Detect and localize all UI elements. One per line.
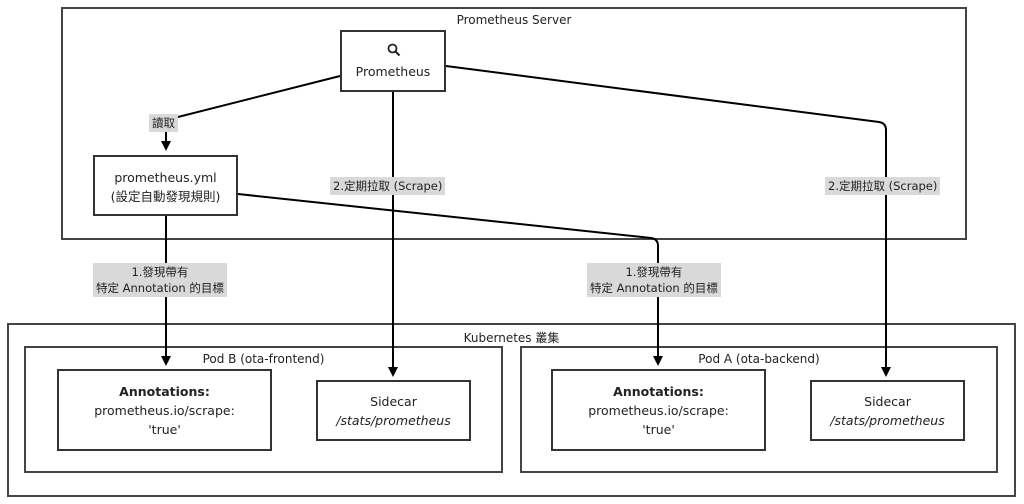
cluster-title: Pod B (ota-frontend): [202, 352, 325, 366]
edge-label-scrape-b: 2.定期拉取 (Scrape): [330, 177, 446, 195]
pod-b-annotations-node[interactable]: Annotations: prometheus.io/scrape: 'true…: [57, 369, 272, 451]
sidecar-path: /stats/prometheus: [830, 413, 945, 428]
sidecar-title: Sidecar: [370, 394, 417, 409]
edge-read: [161, 75, 341, 151]
cluster-title: Kubernetes 叢集: [463, 331, 560, 345]
edge-discover-a: [237, 193, 663, 366]
pod-a-sidecar-node[interactable]: Sidecar /stats/prometheus: [810, 380, 965, 441]
sidecar-path: /stats/prometheus: [336, 413, 451, 428]
edge-label-discover-b: 1.發現帶有 特定 Annotation 的目標: [93, 263, 227, 297]
edge-label-read: 讀取: [149, 114, 178, 132]
pod-b-cluster: Pod B (ota-frontend): [24, 346, 503, 473]
annotations-key: prometheus.io/scrape:: [588, 403, 729, 418]
pod-a-cluster: Pod A (ota-backend): [520, 346, 998, 473]
config-description: (設定自動發現規則): [110, 189, 221, 204]
annotations-title: Annotations:: [119, 384, 210, 399]
prometheus-node[interactable]: Prometheus: [340, 30, 446, 92]
edge-label-scrape-a: 2.定期拉取 (Scrape): [825, 177, 941, 195]
pod-b-sidecar-node[interactable]: Sidecar /stats/prometheus: [316, 380, 471, 441]
edge-scrape-a: [445, 65, 891, 377]
edge-label-line: 1.發現帶有: [131, 265, 189, 279]
pod-a-annotations-node[interactable]: Annotations: prometheus.io/scrape: 'true…: [551, 369, 766, 451]
prometheus-label: Prometheus: [355, 64, 431, 79]
annotations-title: Annotations:: [613, 384, 704, 399]
annotations-value: 'true': [148, 422, 181, 437]
kubernetes-cluster: Kubernetes 叢集: [7, 323, 1016, 497]
edge-label-line: 特定 Annotation 的目標: [96, 281, 224, 295]
edge-label-line: 特定 Annotation 的目標: [590, 281, 718, 295]
sidecar-title: Sidecar: [864, 394, 911, 409]
edge-label-line: 1.發現帶有: [625, 265, 683, 279]
edge-label-discover-a: 1.發現帶有 特定 Annotation 的目標: [587, 263, 721, 297]
search-icon: [387, 43, 401, 57]
cluster-title: Pod A (ota-backend): [698, 352, 820, 366]
cluster-title: Prometheus Server: [456, 13, 572, 27]
prometheus-server-cluster: Prometheus Server: [61, 7, 967, 240]
config-filename: prometheus.yml: [114, 170, 217, 185]
annotations-value: 'true': [642, 422, 675, 437]
annotations-key: prometheus.io/scrape:: [94, 403, 235, 418]
prometheus-config-node[interactable]: prometheus.yml (設定自動發現規則): [93, 155, 238, 216]
